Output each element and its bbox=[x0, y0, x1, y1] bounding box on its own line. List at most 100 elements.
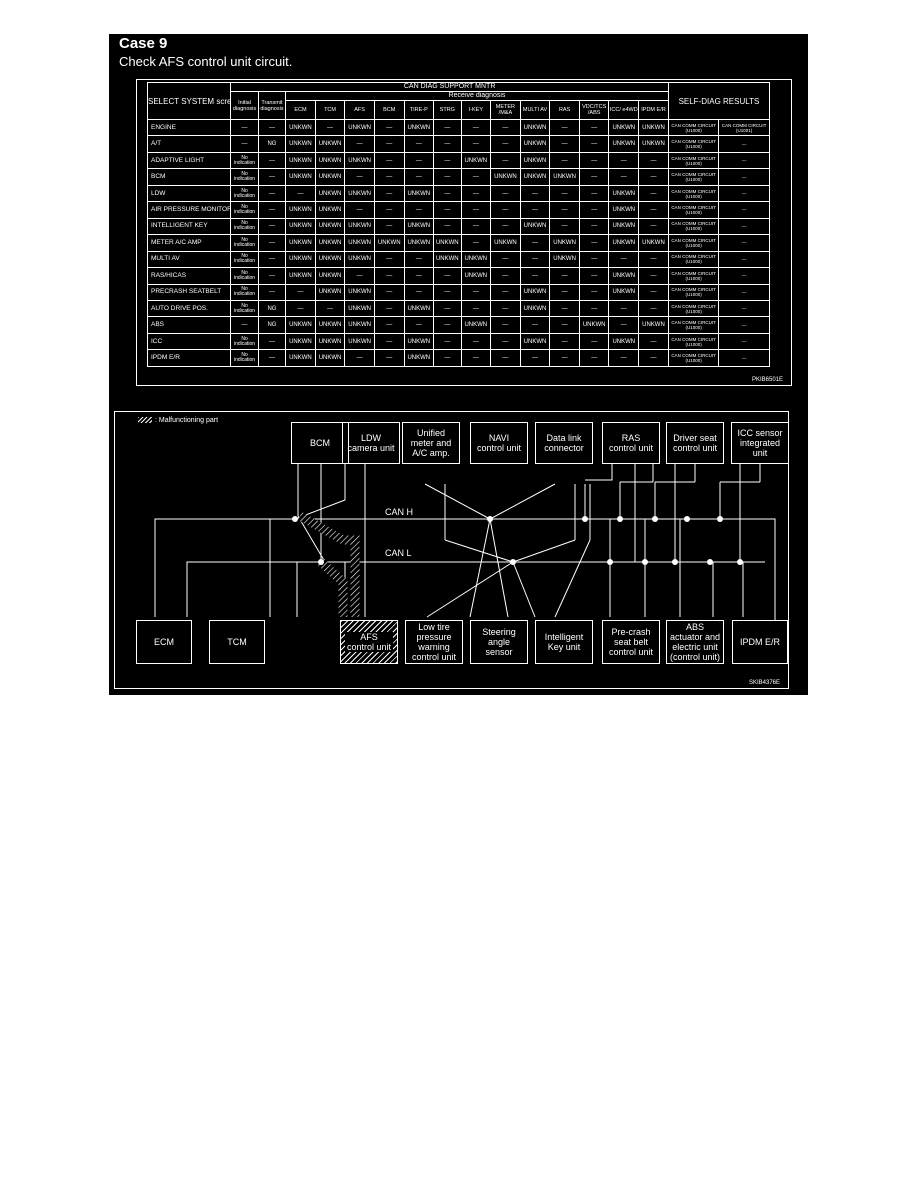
self-diag-result-cell: CAN COMM CIRCUIT (U1000) bbox=[667, 349, 720, 367]
receive-cell: — bbox=[578, 250, 610, 269]
receive-cell: UNKWN bbox=[314, 234, 346, 252]
receive-cell: UNKWN bbox=[285, 316, 316, 334]
system-name-cell: ADAPTIVE LIGHT bbox=[146, 151, 232, 170]
splice-dots bbox=[292, 516, 743, 565]
receive-cell: — bbox=[519, 234, 551, 252]
transmit-diagnosis-cell: — bbox=[257, 118, 287, 137]
system-name-cell: INTELLIGENT KEY bbox=[146, 217, 232, 236]
receive-cell: — bbox=[433, 332, 462, 351]
receive-cell: UNKWN bbox=[519, 151, 551, 170]
circuit-figure-code: SKIB4376E bbox=[748, 680, 780, 686]
receive-cell: UNKWN bbox=[314, 267, 346, 285]
initial-diagnosis-cell: No indication bbox=[230, 349, 259, 367]
self-diag-result-cell: — bbox=[718, 316, 770, 334]
receive-cell: — bbox=[373, 118, 405, 137]
receive-cell: — bbox=[638, 201, 669, 219]
receive-cell: — bbox=[549, 267, 580, 285]
receive-cell: UNKWN bbox=[403, 299, 435, 318]
receive-cell: — bbox=[578, 184, 610, 203]
top-unit-box: LDW camera unit bbox=[342, 422, 400, 464]
table-row: ENGINE——UNKWN—UNKWN—UNKWN———UNKWN——UNKWN… bbox=[146, 118, 770, 137]
bottom-unit-box: TCM bbox=[209, 620, 265, 664]
transmit-diagnosis-cell: — bbox=[257, 234, 287, 252]
transmit-diagnosis-cell: NG bbox=[257, 316, 287, 334]
receive-cell: — bbox=[490, 316, 521, 334]
receive-cell: — bbox=[433, 267, 462, 285]
transmit-diagnosis-cell: — bbox=[257, 332, 287, 351]
self-diag-result-cell: — bbox=[718, 135, 770, 153]
receive-cell: — bbox=[460, 299, 492, 318]
receive-cell: UNKWN bbox=[549, 234, 580, 252]
receive-cell: UNKWN bbox=[344, 316, 375, 334]
receive-cell: — bbox=[433, 135, 462, 153]
receive-col-header: RAS bbox=[549, 100, 580, 120]
receive-cell: — bbox=[490, 267, 521, 285]
receive-cell: — bbox=[549, 201, 580, 219]
transmit-diagnosis-cell: — bbox=[257, 184, 287, 203]
receive-cell: — bbox=[403, 250, 435, 269]
initial-diagnosis-cell: No indication bbox=[230, 168, 259, 186]
receive-cell: UNKWN bbox=[460, 267, 492, 285]
receive-cell: — bbox=[578, 349, 610, 367]
receive-cell: UNKWN bbox=[285, 217, 316, 236]
receive-cell: UNKWN bbox=[344, 283, 375, 301]
receive-cell: UNKWN bbox=[608, 201, 640, 219]
bottom-unit-box: Low tire pressure warning control unit bbox=[405, 620, 463, 664]
receive-col-header: VDC/TCS /ABS bbox=[578, 100, 610, 120]
self-diag-result-cell: — bbox=[718, 234, 770, 252]
receive-cell: UNKWN bbox=[344, 217, 375, 236]
self-diag-result-cell: — bbox=[718, 184, 770, 203]
receive-cell: — bbox=[549, 135, 580, 153]
receive-cell: UNKWN bbox=[608, 234, 640, 252]
initial-diagnosis-cell: No indication bbox=[230, 234, 259, 252]
receive-cell: — bbox=[490, 283, 521, 301]
system-name-cell: IPDM E/R bbox=[146, 349, 232, 367]
top-unit-box: Driver seat control unit bbox=[666, 422, 724, 464]
receive-cell: UNKWN bbox=[549, 168, 580, 186]
system-name-cell: AUTO DRIVE POS. bbox=[146, 299, 232, 318]
receive-cell: — bbox=[638, 332, 669, 351]
receive-cell: — bbox=[578, 168, 610, 186]
receive-cell: UNKWN bbox=[314, 217, 346, 236]
receive-cell: — bbox=[373, 201, 405, 219]
transmit-diagnosis-cell: — bbox=[257, 250, 287, 269]
receive-col-header: BCM bbox=[373, 100, 405, 120]
receive-cell: UNKWN bbox=[285, 201, 316, 219]
receive-cell: — bbox=[373, 135, 405, 153]
receive-cell: — bbox=[285, 299, 316, 318]
receive-cell: — bbox=[578, 234, 610, 252]
receive-cell: — bbox=[490, 118, 521, 137]
receive-cell: — bbox=[608, 250, 640, 269]
receive-col-header: STRG bbox=[433, 100, 462, 120]
self-diag-result-cell: — bbox=[718, 151, 770, 170]
receive-cell: UNKWN bbox=[549, 250, 580, 269]
self-diag-result-cell: CAN COMM CIRCUIT (U1000) bbox=[667, 168, 720, 186]
receive-cell: — bbox=[638, 184, 669, 203]
top-unit-box: ICC sensor integrated unit bbox=[731, 422, 789, 464]
receive-cell: UNKWN bbox=[285, 267, 316, 285]
receive-cell: — bbox=[344, 135, 375, 153]
receive-cell: — bbox=[549, 316, 580, 334]
receive-cell: UNKWN bbox=[285, 168, 316, 186]
receive-cell: — bbox=[638, 349, 669, 367]
system-name-cell: AIR PRESSURE MONITOR bbox=[146, 201, 232, 219]
receive-cell: — bbox=[373, 151, 405, 170]
receive-cell: UNKWN bbox=[314, 316, 346, 334]
receive-cell: — bbox=[578, 332, 610, 351]
receive-cell: — bbox=[490, 201, 521, 219]
receive-cell: — bbox=[549, 184, 580, 203]
receive-cell: — bbox=[578, 283, 610, 301]
receive-cell: UNKWN bbox=[638, 316, 669, 334]
receive-cell: — bbox=[373, 217, 405, 236]
receive-cell: — bbox=[549, 283, 580, 301]
receive-cell: — bbox=[578, 151, 610, 170]
can-circuit-wiring bbox=[154, 464, 776, 620]
receive-cell: — bbox=[490, 135, 521, 153]
receive-cell: UNKWN bbox=[460, 316, 492, 334]
receive-cell: — bbox=[638, 151, 669, 170]
